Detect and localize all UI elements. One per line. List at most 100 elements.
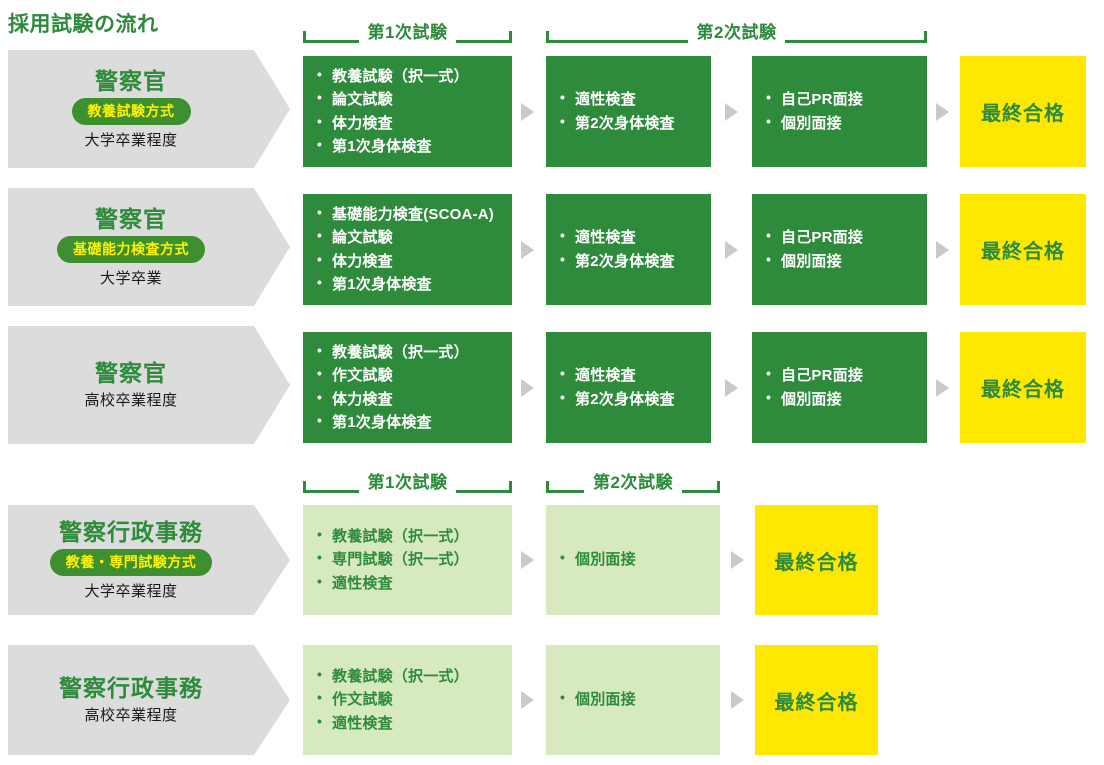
- row-3-stage2a-box: 適性検査 第2次身体検査: [546, 332, 711, 443]
- row-3-stage2b-list: 自己PR面接 個別面接: [766, 363, 915, 411]
- row-5-stage2a-list: 個別面接: [560, 687, 708, 711]
- row-3-arrow-2-icon: [725, 379, 738, 397]
- row-4-stage1-box: 教養試験（択一式） 専門試験（択一式） 適性検査: [303, 505, 512, 615]
- row-2-stage2b-box: 自己PR面接 個別面接: [752, 194, 927, 305]
- row-2-category-title: 警察官: [95, 206, 167, 233]
- row-2-stage1-list: 基礎能力検査(SCOA-A) 論文試験 体力検査 第1次身体検査: [317, 202, 500, 296]
- row-1-final-label: 最終合格: [981, 103, 1065, 125]
- row-3-stage2a-list: 適性検査 第2次身体検査: [560, 363, 699, 411]
- row-5-arrow-1-icon: [521, 691, 534, 709]
- row-5-stage1-list: 教養試験（択一式） 作文試験 適性検査: [317, 664, 500, 735]
- list-item: 体力検査: [317, 248, 500, 273]
- row-2-category-chevron: 警察官 基礎能力検査方式 大学卒業: [8, 188, 290, 306]
- row-1-stage1-list: 教養試験（択一式） 論文試験 体力検査 第1次身体検査: [317, 64, 500, 158]
- bracket-tick-left: [303, 31, 306, 43]
- bracket-tick-right: [509, 31, 512, 43]
- list-item: 個別面接: [766, 248, 915, 273]
- row-3-arrow-1-icon: [521, 379, 534, 397]
- row-3-category-title: 警察官: [95, 360, 167, 387]
- row-1-category-title: 警察官: [95, 68, 167, 95]
- bracket-tick-left: [546, 481, 549, 493]
- list-item: 適性検査: [560, 363, 699, 387]
- row-4-stage2a-box: 個別面接: [546, 505, 720, 615]
- row-2-stage2a-box: 適性検査 第2次身体検査: [546, 194, 711, 305]
- list-item: 体力検査: [317, 110, 500, 135]
- list-item: 自己PR面接: [766, 87, 915, 111]
- list-item: 体力検査: [317, 386, 500, 411]
- bracket-label-stage1: 第1次試験: [358, 18, 457, 48]
- bracket-stage2-group-b: 第2次試験: [546, 468, 720, 498]
- row-2-final-box: 最終合格: [960, 194, 1086, 305]
- list-item: 論文試験: [317, 225, 500, 249]
- row-2-arrow-2-icon: [725, 241, 738, 259]
- bracket-tick-right: [717, 481, 720, 493]
- row-2-arrow-3-icon: [936, 241, 949, 259]
- row-2-final-label: 最終合格: [981, 241, 1065, 263]
- list-item: 基礎能力検査(SCOA-A): [317, 202, 500, 226]
- row-4-final-box: 最終合格: [755, 505, 878, 615]
- row-3-stage2b-box: 自己PR面接 個別面接: [752, 332, 927, 443]
- list-item: 論文試験: [317, 87, 500, 111]
- list-item: 個別面接: [560, 547, 708, 571]
- row-2-stage1-box: 基礎能力検査(SCOA-A) 論文試験 体力検査 第1次身体検査: [303, 194, 512, 305]
- row-4-final-label: 最終合格: [774, 551, 859, 574]
- row-1-final-box: 最終合格: [960, 56, 1086, 167]
- row-4-category-title: 警察行政事務: [59, 519, 203, 546]
- bracket-stage1-group-b: 第1次試験: [303, 468, 512, 498]
- row-1-stage2a-box: 適性検査 第2次身体検査: [546, 56, 711, 167]
- row-2-category-badge: 基礎能力検査方式: [57, 236, 205, 263]
- list-item: 適性検査: [317, 571, 500, 595]
- page-title: 採用試験の流れ: [8, 13, 159, 36]
- bracket-label-stage1: 第1次試験: [358, 468, 457, 498]
- bracket-tick-left: [546, 31, 549, 43]
- row-4-category-level: 大学卒業程度: [84, 582, 178, 600]
- row-5-arrow-2-icon: [731, 691, 744, 709]
- list-item: 第1次身体検査: [317, 134, 500, 158]
- row-5-final-label: 最終合格: [774, 691, 859, 714]
- list-item: 作文試験: [317, 687, 500, 711]
- list-item: 個別面接: [560, 687, 708, 711]
- list-item: 第1次身体検査: [317, 410, 500, 434]
- list-item: 個別面接: [766, 386, 915, 411]
- row-1-category-level: 大学卒業程度: [84, 131, 178, 149]
- row-4-stage1-list: 教養試験（択一式） 専門試験（択一式） 適性検査: [317, 524, 500, 595]
- list-item: 適性検査: [560, 225, 699, 249]
- row-4-stage2a-list: 個別面接: [560, 547, 708, 571]
- list-item: 自己PR面接: [766, 225, 915, 249]
- bracket-tick-left: [303, 481, 306, 493]
- row-3-final-label: 最終合格: [981, 379, 1065, 401]
- row-5-stage2a-box: 個別面接: [546, 645, 720, 755]
- row-1-stage1-box: 教養試験（択一式） 論文試験 体力検査 第1次身体検査: [303, 56, 512, 167]
- row-2-category-level: 大学卒業: [99, 269, 162, 287]
- list-item: 専門試験（択一式）: [317, 547, 500, 571]
- list-item: 第1次身体検査: [317, 272, 500, 296]
- bracket-stage2-group-a: 第2次試験: [546, 18, 927, 48]
- row-3-stage1-list: 教養試験（択一式） 作文試験 体力検査 第1次身体検査: [317, 340, 500, 434]
- list-item: 第2次身体検査: [560, 386, 699, 411]
- list-item: 第2次身体検査: [560, 110, 699, 135]
- row-3-stage1-box: 教養試験（択一式） 作文試験 体力検査 第1次身体検査: [303, 332, 512, 443]
- bracket-label-stage2: 第2次試験: [584, 468, 682, 498]
- row-5-category-level: 高校卒業程度: [84, 706, 178, 724]
- row-1-arrow-1-icon: [521, 103, 534, 121]
- bracket-stage1-group-a: 第1次試験: [303, 18, 512, 48]
- row-1-stage2a-list: 適性検査 第2次身体検査: [560, 87, 699, 135]
- list-item: 教養試験（択一式）: [317, 340, 500, 364]
- row-2-arrow-1-icon: [521, 241, 534, 259]
- bracket-tick-right: [509, 481, 512, 493]
- list-item: 作文試験: [317, 363, 500, 387]
- list-item: 適性検査: [560, 87, 699, 111]
- row-5-final-box: 最終合格: [755, 645, 878, 755]
- row-3-arrow-3-icon: [936, 379, 949, 397]
- row-1-arrow-2-icon: [725, 103, 738, 121]
- row-4-arrow-1-icon: [521, 551, 534, 569]
- list-item: 自己PR面接: [766, 363, 915, 387]
- row-5-stage1-box: 教養試験（択一式） 作文試験 適性検査: [303, 645, 512, 755]
- row-4-category-badge: 教養・専門試験方式: [50, 549, 213, 576]
- list-item: 教養試験（択一式）: [317, 64, 500, 88]
- row-3-category-level: 高校卒業程度: [84, 391, 178, 409]
- list-item: 第2次身体検査: [560, 248, 699, 273]
- row-2-stage2b-list: 自己PR面接 個別面接: [766, 225, 915, 273]
- list-item: 教養試験（択一式）: [317, 524, 500, 548]
